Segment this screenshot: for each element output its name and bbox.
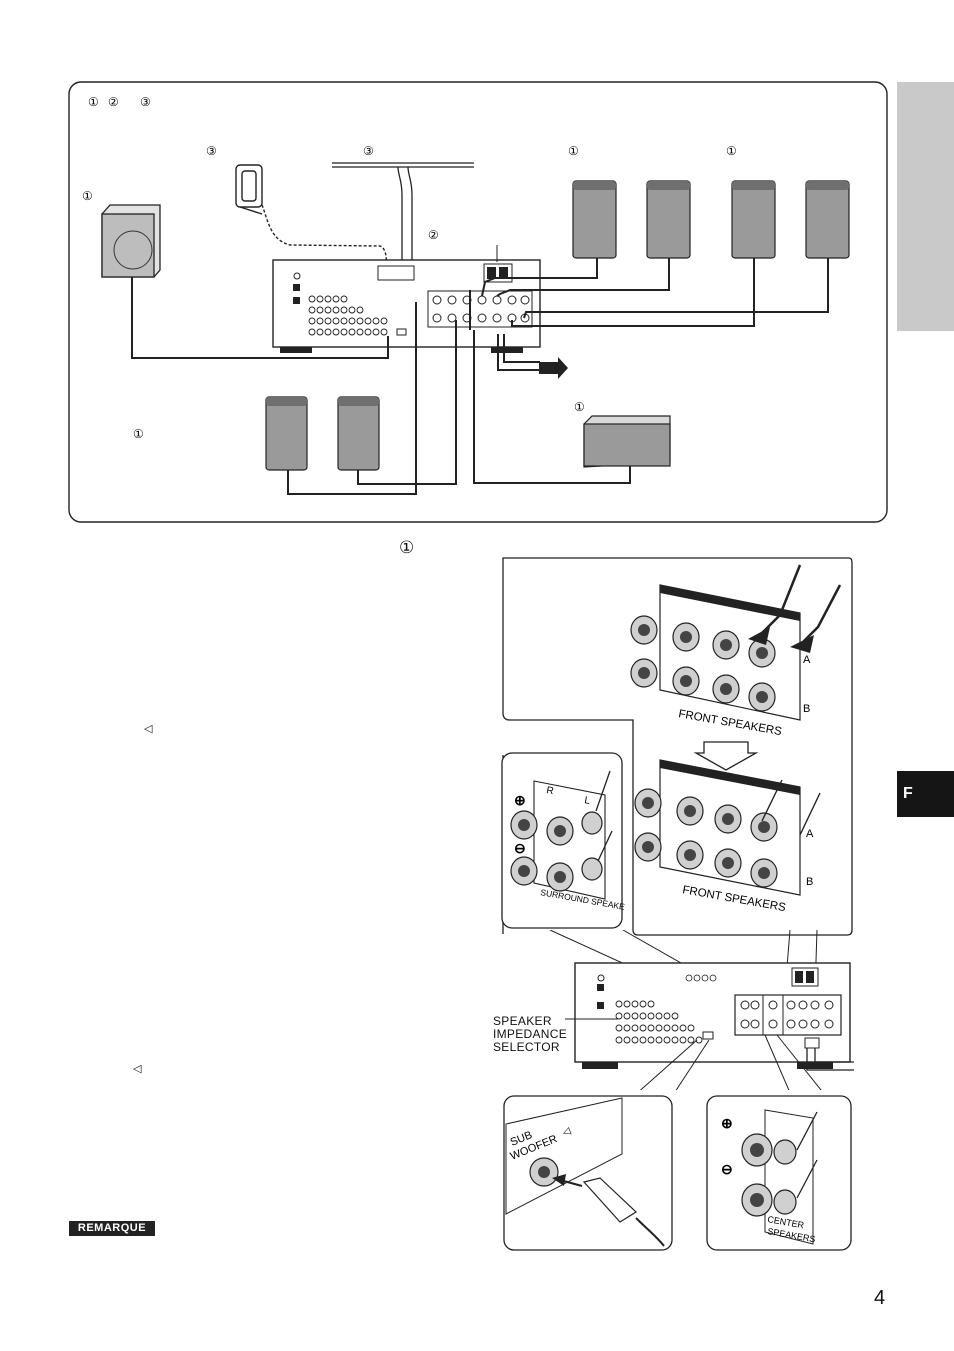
section-marker: ①: [399, 538, 415, 558]
fm-antenna-marker: ③: [363, 144, 374, 158]
subwoofer-speaker: [101, 204, 161, 278]
center-terminal-illustration: ⊕ ⊖ CENTER SPEAKERS: [705, 1094, 853, 1253]
connection-diagram-drawing: ① ② ③ ③ ③ ① ① ① ② ① ①: [68, 81, 888, 523]
remarque-badge: REMARQUE: [69, 1221, 155, 1236]
language-tab: F: [897, 771, 954, 817]
subwoofer-jack-illustration: SUB WOOFER ◁: [502, 1094, 675, 1253]
speaker-icon: ◁: [133, 1062, 142, 1075]
header-marker-3: ③: [140, 95, 151, 109]
page-number: 4: [874, 1287, 886, 1309]
center-marker: ①: [574, 400, 585, 414]
front-speaker-terminal-illustration: A B FRONT SPEAKERS A B FRONT SPEAKERS: [500, 555, 854, 940]
loop-antenna-marker: ③: [206, 144, 217, 158]
speaker-icon: ◁: [561, 1126, 573, 1139]
wire-marker: ②: [428, 228, 439, 242]
front-speakers-b: [731, 180, 850, 259]
terminal-b-label: B: [806, 876, 813, 888]
surround-terminal-drawing: ⊕ ⊖ R L SURROUND SPEAKERS: [501, 752, 638, 929]
terminal-a-label: A: [803, 654, 811, 666]
plus-icon: ⊕: [514, 792, 526, 808]
fm-antenna: [332, 162, 474, 262]
front-speakers-marker: ①: [568, 144, 579, 158]
surround-terminal-illustration: ⊕ ⊖ R L SURROUND SPEAKERS: [500, 751, 638, 931]
impedance-label-line: SELECTOR: [493, 1040, 560, 1054]
impedance-label-line: SPEAKER: [493, 1014, 552, 1028]
receiver-rear-drawing: [549, 929, 854, 1096]
surround-marker: ①: [133, 427, 144, 441]
receiver-rear-panel-illustration: [485, 929, 854, 1096]
front-terminal-drawing: A B FRONT SPEAKERS A B FRONT SPEAKERS: [502, 557, 853, 936]
subwoofer-marker: ①: [82, 189, 93, 203]
minus-icon: ⊖: [514, 840, 526, 856]
subwoofer-jack-drawing: SUB WOOFER ◁: [503, 1095, 673, 1251]
speaker-icon: ◁: [144, 722, 153, 735]
front-b-speakers-marker: ①: [726, 144, 737, 158]
connection-diagram: ① ② ③ ③ ③ ① ① ① ② ① ①: [0, 0, 954, 530]
terminal-b-label: B: [803, 703, 810, 715]
header-marker-2: ②: [108, 95, 119, 109]
speaker-impedance-selector-label: SPEAKER IMPEDANCE SELECTOR: [493, 1015, 567, 1054]
surround-r-label: R: [545, 785, 554, 797]
terminal-a-label: A: [806, 828, 814, 840]
section-tab-gray: [897, 82, 954, 331]
arrow-icon: [539, 357, 568, 379]
receiver-rear-panel: [272, 245, 541, 353]
front-speakers-a: [572, 180, 691, 259]
surround-speakers: [265, 396, 380, 471]
impedance-label-line: IMPEDANCE: [493, 1027, 568, 1041]
header-marker-1: ①: [88, 95, 99, 109]
center-terminal-drawing: ⊕ ⊖ CENTER SPEAKERS: [706, 1095, 852, 1251]
am-loop-antenna: [235, 164, 388, 269]
center-speaker: [583, 415, 671, 468]
surround-l-label: L: [583, 795, 591, 807]
plus-icon: ⊕: [721, 1115, 733, 1131]
minus-icon: ⊖: [721, 1161, 733, 1177]
